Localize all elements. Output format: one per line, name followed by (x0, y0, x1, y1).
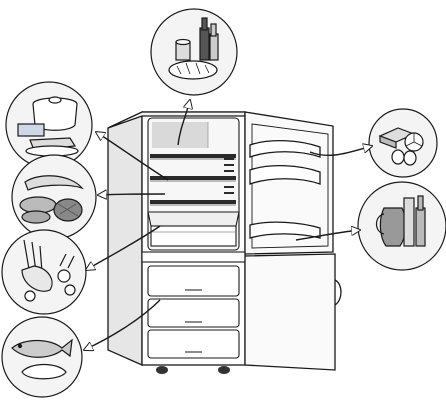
lower-open-door (244, 253, 342, 371)
pot-and-cake-icon (5, 81, 93, 169)
arrow-fish-meat (84, 299, 161, 350)
freezer-drawers (147, 265, 240, 359)
arrow-butter-eggs (309, 146, 372, 157)
arrow-cooked-food (96, 132, 169, 181)
fridge-feet (156, 366, 230, 374)
butter-cheese-eggs-icon (368, 108, 438, 178)
placement-arrows (84, 100, 372, 350)
arrow-top (177, 100, 190, 146)
crisper-drawer (147, 211, 240, 247)
upper-open-door (244, 111, 334, 255)
arrow-drinks (295, 230, 360, 241)
compartment-divider (141, 251, 246, 263)
arrow-vegetables (86, 225, 161, 270)
jug-and-bottles-icon (357, 181, 446, 271)
fish-and-poultry-icon (1, 316, 83, 398)
sausages-and-ham-icon (11, 154, 97, 240)
arrow-cold-meats (98, 194, 166, 195)
bread-cans-bottles-icon (150, 8, 238, 96)
vegetables-icon (1, 229, 87, 315)
fridge-shelves (150, 154, 236, 206)
